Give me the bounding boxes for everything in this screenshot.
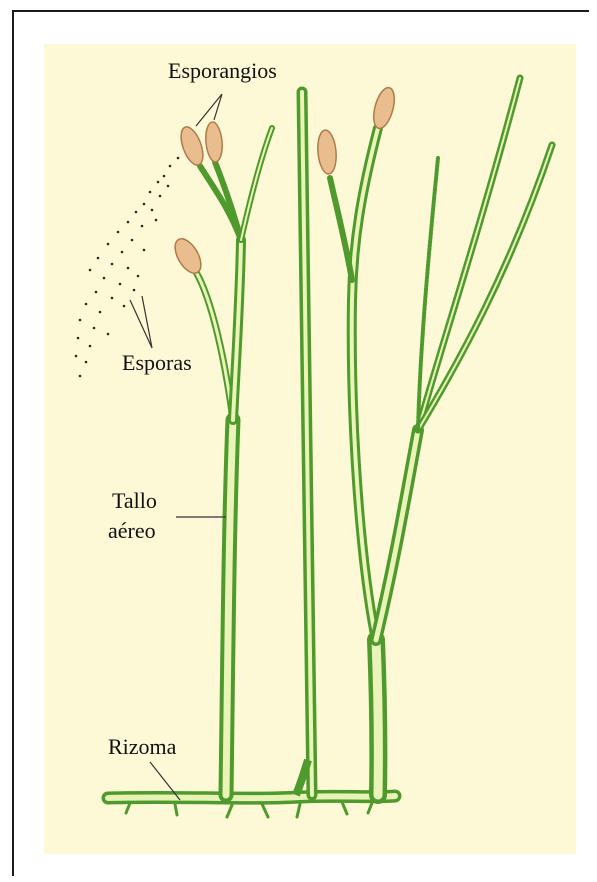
label-aerial-stem-line2: aéreo — [108, 518, 156, 543]
label-sporangia: Esporangios — [168, 58, 277, 83]
label-rhizome: Rizoma — [108, 734, 177, 759]
label-aerial-stem-line1: Tallo — [112, 488, 157, 513]
label-spores: Esporas — [122, 350, 192, 375]
